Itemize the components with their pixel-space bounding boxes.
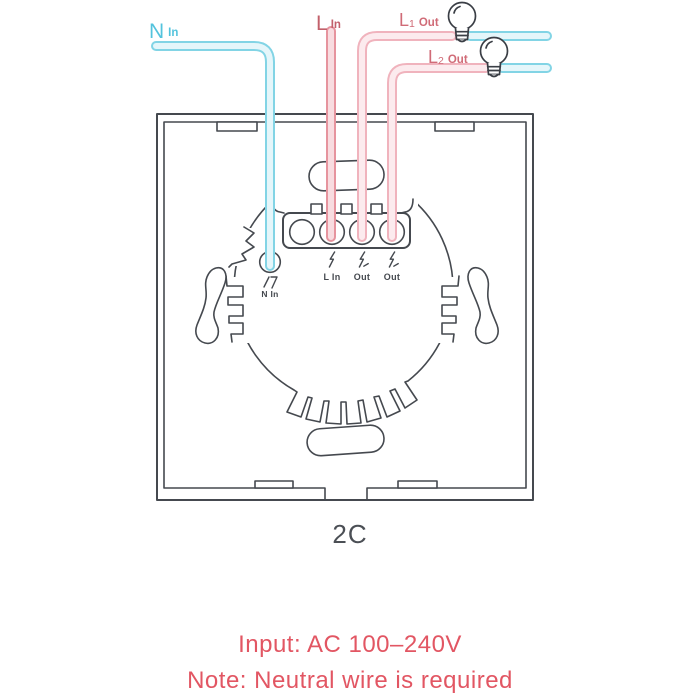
input-rating-note: Input: AC 100–240V: [238, 631, 462, 658]
switch-box-inner-frame: [163, 121, 527, 500]
mount-tab: [254, 480, 294, 489]
lamp-1: [447, 1, 477, 43]
terminal-markings: [263, 251, 399, 289]
left-bean: [195, 266, 227, 345]
neutral-required-note: Note: Neutral wire is required: [187, 667, 513, 694]
terminal-block: [271, 198, 414, 249]
lightning-bolt-icon: [388, 251, 396, 268]
bottom-stadium-cutout: [306, 424, 385, 457]
block-tab: [310, 203, 323, 215]
mount-tab: [216, 121, 258, 132]
right-bean: [467, 266, 499, 345]
bulb-icon: [447, 1, 477, 43]
block-tab: [370, 203, 383, 215]
bottom-teeth: [286, 380, 418, 425]
terminal-label-neutral: N In: [261, 289, 278, 299]
wires: [151, 26, 552, 271]
terminal-label-l-in: L In: [323, 272, 340, 282]
switch-box-outer-frame: [156, 113, 534, 501]
lightning-bolt-tick: [363, 262, 369, 267]
l2-out-wire: [387, 63, 491, 242]
lightning-bolt-icon: [358, 251, 366, 268]
right-comb: [441, 275, 460, 343]
top-stadium-cutout: [308, 159, 385, 192]
model-label: 2C: [332, 519, 368, 549]
bulb-icon: [479, 36, 509, 78]
lightning-bolt-icon: [328, 251, 336, 268]
mount-tab: [397, 480, 438, 489]
block-tab: [340, 203, 353, 215]
neutral-wire: [151, 41, 275, 271]
neutral-symbol-icon: [263, 276, 278, 289]
block-right-wing: [400, 198, 414, 214]
lightning-bolt-tick: [393, 262, 399, 267]
key-notch: [228, 226, 255, 268]
terminal-label-out1: Out: [354, 272, 370, 282]
l1-out-wire: [357, 31, 457, 242]
switch-box: [156, 113, 534, 501]
lamp-2: [479, 36, 509, 78]
left-comb: [225, 275, 244, 343]
mount-tab: [434, 121, 475, 132]
switch-module: L In Out Out N In: [195, 159, 499, 457]
terminal-label-out2: Out: [384, 272, 400, 282]
terminal-hole-spare: [288, 218, 316, 246]
